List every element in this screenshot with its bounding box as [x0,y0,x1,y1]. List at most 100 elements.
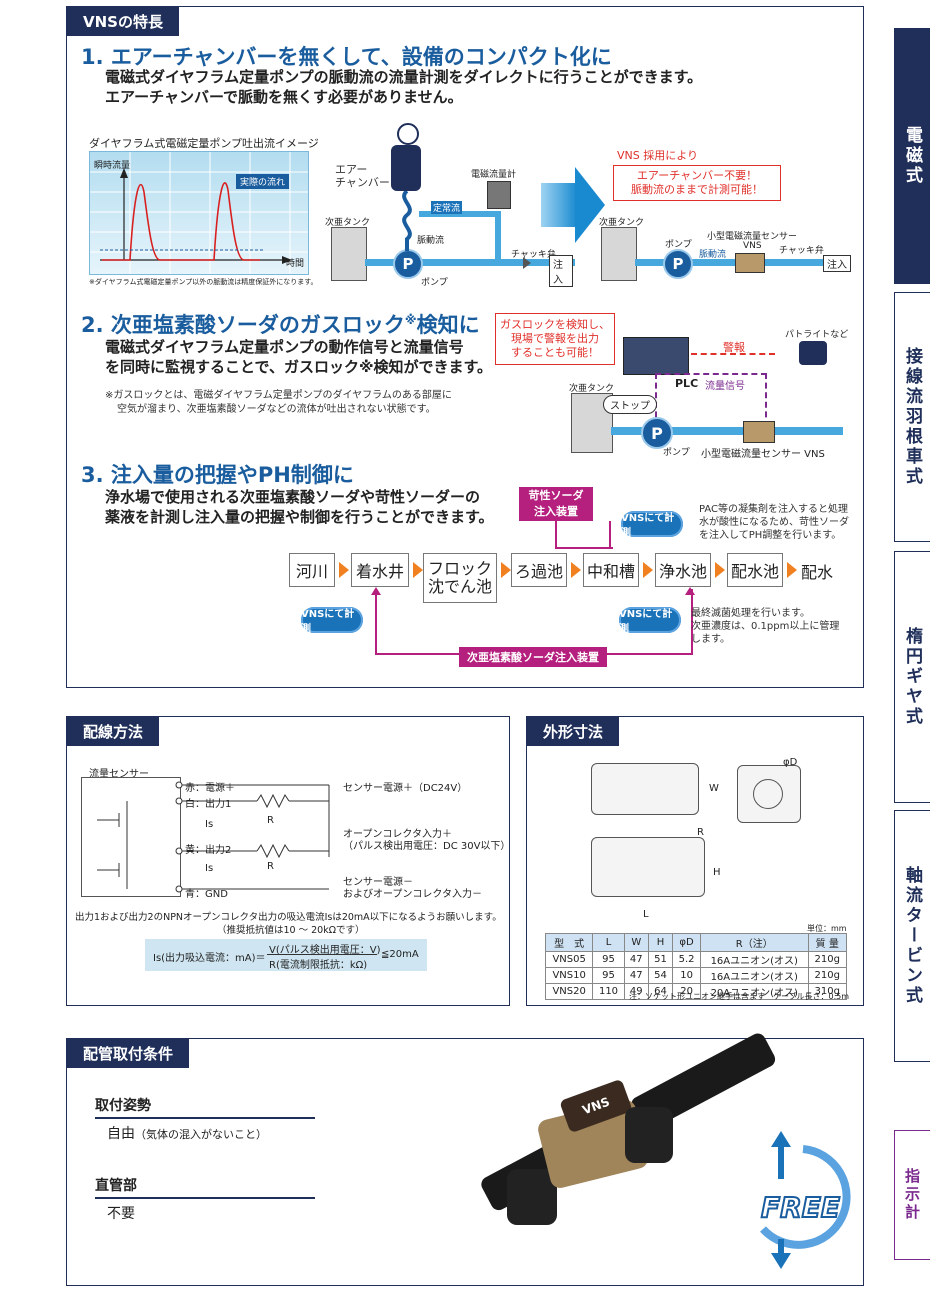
flow-signal-label: 流量信号 [705,381,745,392]
final-note-2: 次亜濃度は、0.1ppm以上に管理 [691,621,840,632]
caustic-device: 苛性ソーダ 注入装置 [519,487,593,521]
sensor-label: 流量センサー [89,769,149,780]
stop-label: ストップ [603,395,657,414]
s1-title: 1. エアーチャンバーを無くして、設備のコンパクト化に [81,45,612,69]
s3-lead-2: 薬液を計測し注入量の把握や制御を行うことができます。 [105,508,494,526]
pulse-wave-v [402,191,412,251]
s2-note-2: 空気が溜まり、次亜塩素酸ソーダなどの流体が吐出されない状態です。 [117,404,436,415]
union-right [625,1107,673,1163]
s2-title-mark: ※ [404,313,417,327]
s2-note-1: ※ガスロックとは、電磁ダイヤフラム定量ポンプのダイヤフラムのある部屋に [105,390,452,401]
patlite-icon [799,341,827,365]
end-view-circle [753,779,783,809]
caustic-line [555,521,613,549]
graph-callout: 実際の流れ [236,174,290,189]
dims-note: 注：ソケット形ユニオン継手は含ます ケーブル長さ：0.5m [629,992,850,1001]
vns-device-label: VNS [580,1094,612,1118]
final-note-3: します。 [691,634,730,645]
r-2: R [267,861,274,872]
red-msg-box: エアーチャンバー不要！ 脈動流のままで計測可能！ [613,165,781,201]
wiring-tab: 配線方法 [67,717,160,746]
side-tab-label: 指示計 [903,1168,921,1222]
flow-river: 河川 [289,553,335,587]
dim-R: R [697,827,704,838]
pac-note-1: PAC等の凝集剤を注入すると処理 [699,504,849,515]
wire-blue: 青：GND [185,889,228,900]
check-valve-label-2: チャッキ弁 [779,246,824,256]
col-mass: 質 量 [807,933,848,952]
col-phiD: φD [672,933,701,952]
flow-distribution: 配水 [801,563,834,582]
cell: 310g [807,983,848,1000]
pump-p: P [651,423,663,443]
s2-pump-label: ポンプ [663,448,690,458]
s2-title-text: 2. 次亜塩素酸ソーダのガスロック [81,313,405,337]
bubble-top: VNSにて計測 [621,511,683,539]
side-tab-indicator[interactable]: 指示計 [894,1130,930,1260]
side-tab-tangential[interactable]: 接線流羽根車式 [894,292,930,542]
tank-before [331,227,367,281]
free-arrows-svg [760,1131,851,1269]
s3-lead-1: 浄水場で使用される次亜塩素酸ソーダや苛性ソーダーの [105,488,481,506]
cell: VNS10 [544,967,594,984]
dim-L: L [643,909,649,920]
s3-title: 3. 注入量の把握やPH制御に [81,463,354,487]
pulsating-label-2: 脈動流 [699,250,727,260]
cell: 10 [672,967,701,984]
s2-title-end: 検知に [416,313,480,337]
gnd-label-1: センサー電源－ [343,877,413,888]
cell: 51 [647,951,674,968]
pipe-h-before [365,259,575,266]
cell: 54 [647,967,674,984]
big-arrow-head [575,167,605,243]
pulsating-label: 脈動流 [417,236,445,246]
inject-label-2: 注入 [823,255,851,272]
flow-arrow [715,562,725,578]
side-tab-axial-turbine[interactable]: 軸流タービン式 [894,810,930,1062]
check-valve-label: チャッキ弁 [511,250,556,260]
flow-receiving-well: 着水井 [351,553,409,587]
col-H: H [647,933,674,952]
flow-filter: ろ過池 [511,553,567,587]
s2-title: 2. 次亜塩素酸ソーダのガスロック※検知に [81,309,480,339]
dims-unit: 単位：mm [807,924,847,933]
is-1: Is [205,819,214,830]
cell: 64 [647,983,674,1000]
air-chamber [391,145,421,191]
wiring-note-1: 出力1および出力2のNPNオープンコレクタ出力の吸込電流Isは20mA以下になる… [75,912,502,923]
pulse-line [102,182,260,261]
side-tab-oval-gear[interactable]: 楕円ギヤ式 [894,551,930,803]
side-tab-label: 接線流羽根車式 [902,347,922,487]
pipe-illustration: VNS [478,1030,787,1279]
posture-value-text: 自由 [107,1126,135,1142]
pump-p: P [402,255,414,273]
side-tab-label: 軸流タービン式 [902,866,922,1006]
dims-panel: 外形寸法 φD W R H L 単位：mm 型 式 L W H φD R（注） … [526,716,864,1006]
alarm-label: 警報 [723,341,745,354]
straight-rule [95,1197,315,1199]
posture-sub: （気体の混入がないこと） [135,1128,267,1141]
s1-graph-title: ダイヤフラム式電磁定量ポンプ吐出流イメージ [89,137,319,150]
piping-panel: 配管取付条件 取付姿勢 自由（気体の混入がないこと） 直管部 不要 VNS FR… [66,1030,864,1286]
top-view [591,763,699,815]
cell: 16Aユニオン(オス) [699,951,809,968]
cell: 16Aユニオン(オス) [699,967,809,984]
flow-neutralization: 中和槽 [583,553,639,587]
wiring-svg [97,781,330,893]
side-tab-electromagnetic[interactable]: 電磁式 [894,28,930,284]
red-msg-1: エアーチャンバー不要！ [636,169,758,182]
patlite-label: パトライトなど [785,330,849,340]
free-icon: FREE [753,1129,853,1269]
formula-box: Is(出力吸込電流：mA)＝ V(パルス検出用電圧：V) R(電流制限抵抗：kΩ… [145,939,427,971]
valve-before [523,257,531,269]
dim-H: H [713,867,721,878]
col-W: W [623,933,649,952]
flow-distribution-pond: 配水池 [727,553,783,587]
flow-clean-water: 浄水池 [655,553,711,587]
flow-floc-basin: フロック 沈でん池 [423,553,497,603]
piping-tab: 配管取付条件 [67,1039,190,1068]
features-tab: VNSの特長 [67,7,179,36]
pipe-v-before [495,211,501,263]
